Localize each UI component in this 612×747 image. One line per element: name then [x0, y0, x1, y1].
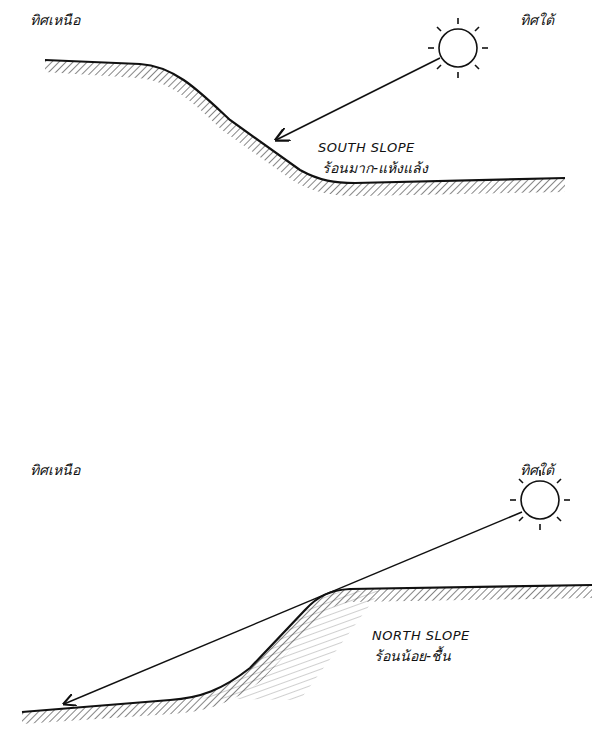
ground-hatch-bottom: [22, 585, 592, 724]
sun-ray-arrow-bottom: [64, 512, 522, 704]
sun-bottom: [510, 470, 570, 530]
direction-label: ทิศใต้: [520, 12, 554, 29]
direction-label: ทิศเหนือ: [30, 12, 80, 29]
slope-shading-bottom: [190, 591, 380, 700]
slope-description: ร้อนน้อย-ชื้น: [374, 648, 451, 665]
slope-description: ร้อนมาก-แห้งแล้ง: [322, 160, 428, 177]
slope-name: SOUTH SLOPE: [318, 140, 415, 156]
slope-name: NORTH SLOPE: [372, 628, 470, 644]
direction-label: ทิศเหนือ: [30, 462, 80, 479]
direction-label: ทิศใต้: [520, 462, 554, 479]
ground-line-bottom: [22, 585, 592, 712]
sun-ray-arrow-top: [276, 58, 440, 140]
sun-top: [428, 18, 488, 78]
ground-hatch-top: [45, 60, 565, 196]
ground-line-top: [45, 60, 565, 183]
